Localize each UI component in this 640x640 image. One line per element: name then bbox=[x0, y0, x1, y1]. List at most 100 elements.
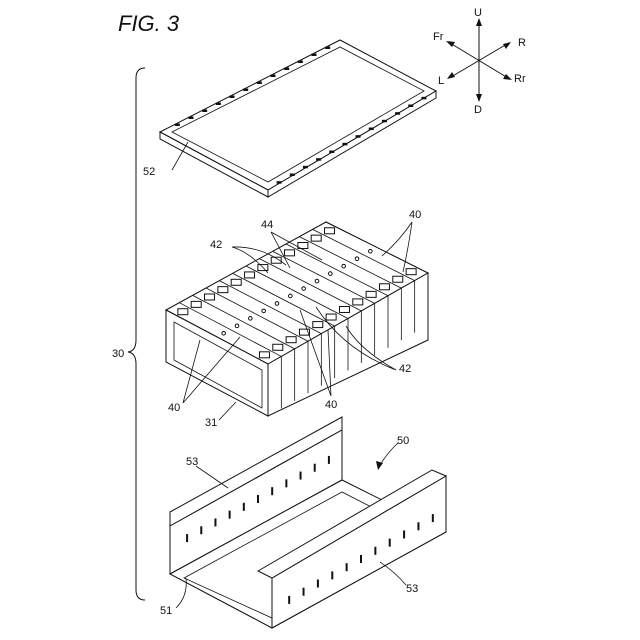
label-cells-left: 40 bbox=[168, 402, 180, 414]
wall-slot bbox=[303, 588, 305, 596]
wall-slot bbox=[346, 563, 348, 571]
wall-slot bbox=[200, 526, 202, 534]
cover-tab bbox=[202, 110, 207, 113]
wall-slot bbox=[285, 479, 287, 487]
wall-slot bbox=[328, 456, 330, 464]
cover-tab bbox=[316, 158, 321, 161]
cover-tab bbox=[298, 61, 303, 64]
terminal-cap bbox=[178, 309, 188, 315]
wall-slot bbox=[317, 580, 319, 588]
wall-slot bbox=[314, 464, 316, 472]
terminal-cap bbox=[313, 322, 323, 328]
direction-rear: Rr bbox=[514, 73, 526, 85]
wall-slot bbox=[300, 472, 302, 480]
wall-slot bbox=[389, 539, 391, 547]
label-end-plate: 31 bbox=[205, 417, 217, 429]
wall-slot bbox=[271, 487, 273, 495]
wall-slot bbox=[360, 555, 362, 563]
assembly-brace: 30 bbox=[112, 68, 145, 600]
cover-tab bbox=[369, 128, 374, 131]
cover-tab bbox=[421, 97, 426, 100]
label-busbar-left: 42 bbox=[210, 239, 222, 251]
terminal-cap bbox=[353, 299, 363, 305]
wall-slot bbox=[229, 511, 231, 519]
label-tray-callout: 50 bbox=[397, 435, 409, 447]
terminal-cap bbox=[259, 352, 269, 358]
cover-tab bbox=[312, 54, 317, 57]
wall-slot bbox=[403, 530, 405, 538]
cell-stack: 40 31 42 44 40 42 40 bbox=[166, 209, 428, 429]
vent-hole bbox=[275, 302, 279, 306]
vent-hole bbox=[222, 331, 226, 335]
cover-tab bbox=[329, 151, 334, 154]
terminal-cap bbox=[231, 279, 241, 285]
direction-up: U bbox=[474, 7, 482, 19]
vent-hole bbox=[302, 287, 306, 291]
wall-slot bbox=[331, 571, 333, 579]
label-busbar-right: 42 bbox=[399, 363, 411, 375]
terminal-cap bbox=[311, 235, 321, 241]
figure-title: FIG. 3 bbox=[118, 11, 180, 36]
label-assembly: 30 bbox=[112, 348, 124, 360]
wall-slot bbox=[243, 503, 245, 511]
cover-tab bbox=[243, 89, 248, 92]
label-terminal: 44 bbox=[261, 219, 273, 231]
vent-hole bbox=[342, 264, 346, 268]
wall-slot bbox=[288, 596, 290, 604]
terminal-cap bbox=[366, 291, 376, 297]
cover-tab bbox=[175, 124, 180, 127]
label-tray: 51 bbox=[160, 605, 172, 617]
cover-tab bbox=[277, 181, 282, 184]
wall-slot bbox=[257, 495, 259, 503]
direction-compass: U D Fr Rr L R bbox=[433, 7, 526, 116]
wall-slot bbox=[374, 547, 376, 555]
cover: 52 bbox=[143, 40, 436, 197]
cover-tab bbox=[382, 120, 387, 123]
cover-tab bbox=[284, 68, 289, 71]
wall-slot bbox=[432, 514, 434, 522]
label-cells-top-right: 40 bbox=[409, 209, 421, 221]
vent-hole bbox=[289, 294, 293, 298]
vent-hole bbox=[249, 317, 253, 321]
direction-right: R bbox=[518, 37, 526, 49]
terminal-cap bbox=[326, 314, 336, 320]
cover-tab bbox=[189, 117, 194, 120]
tray: 53 50 51 53 bbox=[160, 417, 446, 628]
terminal-cap bbox=[325, 228, 335, 234]
vent-hole bbox=[262, 309, 266, 313]
direction-left: L bbox=[438, 75, 444, 87]
terminal-cap bbox=[406, 269, 416, 275]
cover-tab bbox=[356, 135, 361, 138]
terminal-cap bbox=[285, 250, 295, 256]
terminal-cap bbox=[191, 301, 201, 307]
label-cells-bottom: 40 bbox=[325, 399, 337, 411]
wall-slot bbox=[417, 522, 419, 530]
direction-down: D bbox=[474, 104, 482, 116]
cover-tab bbox=[303, 166, 308, 169]
vent-hole bbox=[355, 257, 359, 261]
terminal-cap bbox=[205, 294, 215, 300]
direction-front: Fr bbox=[433, 31, 444, 43]
terminal-cap bbox=[273, 344, 283, 350]
cover-tab bbox=[290, 174, 295, 177]
label-side-wall-bottom: 53 bbox=[406, 583, 418, 595]
cover-tab bbox=[271, 75, 276, 78]
cover-tab bbox=[325, 47, 330, 50]
terminal-cap bbox=[379, 284, 389, 290]
label-side-wall-top: 53 bbox=[186, 456, 198, 468]
terminal-cap bbox=[339, 306, 349, 312]
terminal-cap bbox=[393, 276, 403, 282]
wall-slot bbox=[186, 534, 188, 542]
cover-tab bbox=[230, 96, 235, 99]
label-cover: 52 bbox=[143, 166, 155, 178]
cover-tab bbox=[408, 105, 413, 108]
vent-hole bbox=[315, 279, 319, 283]
vent-hole bbox=[329, 272, 333, 276]
cover-tab bbox=[395, 112, 400, 115]
terminal-cap bbox=[286, 337, 296, 343]
wall-slot bbox=[214, 518, 216, 526]
vent-hole bbox=[369, 249, 373, 253]
vent-hole bbox=[235, 324, 239, 328]
terminal-cap bbox=[218, 287, 228, 293]
